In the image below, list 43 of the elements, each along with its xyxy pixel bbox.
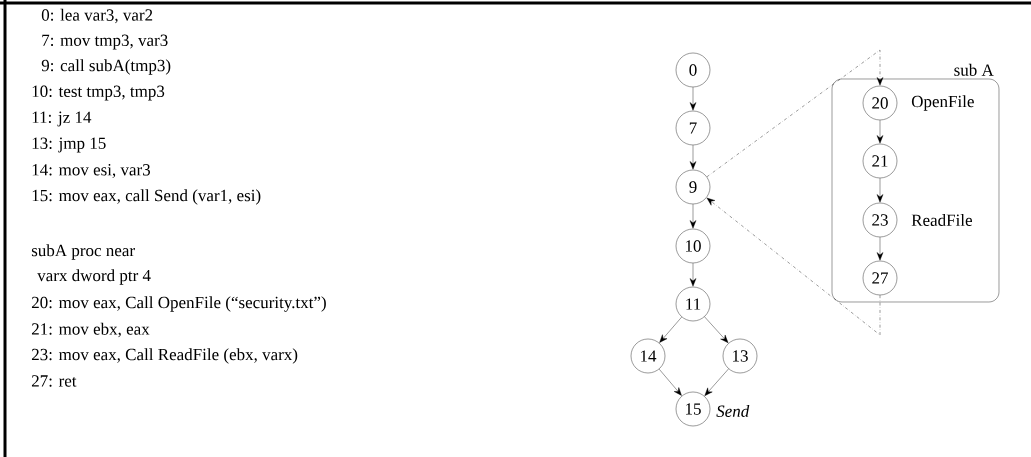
code-line: subA proc near [31,244,135,260]
arrow [876,120,884,144]
arrow [706,197,881,336]
arrow [704,368,729,396]
arrow [704,316,729,343]
circle-node: 21 [862,143,898,179]
circle-node: 9 [675,169,711,205]
circle-node: 20 [862,85,898,121]
circle-node: 23 [862,202,898,238]
arrow [658,368,682,396]
code-line: 11: jz 14 [32,111,92,127]
code-line: 9: call subA(tmp3) [41,59,171,75]
code-line: varx dword ptr 4 [37,269,151,285]
code-line: 21: mov ebx, eax [31,322,150,338]
arrow [689,263,697,287]
code-line: 27: ret [31,375,77,387]
circle-node: 14 [630,338,666,374]
arrow [689,87,697,111]
circle-node: 10 [675,228,711,264]
node-caption: Send [716,405,750,417]
code-line: 14: mov esi, var3 [32,164,150,178]
code-line: 13: jmp 15 [32,137,106,153]
arrow [689,145,697,170]
arrow [876,237,884,261]
node-caption: ReadFile [911,214,972,226]
circle-node: 13 [722,338,758,374]
circle-node: 11 [675,286,711,322]
code-line: 0: lea var3, var2 [41,8,153,24]
code-line: 15: mov eax, call Send (var1, esi) [32,189,261,205]
arrow [876,178,884,203]
arrow [706,49,884,178]
circle-node: 15 [675,391,711,427]
code-line: 20: mov eax, Call OpenFile (“security.txt”) [31,296,326,312]
code-line: 10: test tmp3, tmp3 [32,85,165,101]
circle-node: 7 [675,110,711,146]
circle-node: 27 [862,260,898,296]
circle-node: 0 [675,52,711,88]
code-line: 7: mov tmp3, var3 [42,34,168,50]
arrow [689,204,697,229]
code-line: 23: mov eax, Call ReadFile (ebx, varx) [31,348,298,364]
arrow [659,316,682,343]
node-caption: OpenFile [911,95,974,111]
node-label: sub A [954,63,994,76]
